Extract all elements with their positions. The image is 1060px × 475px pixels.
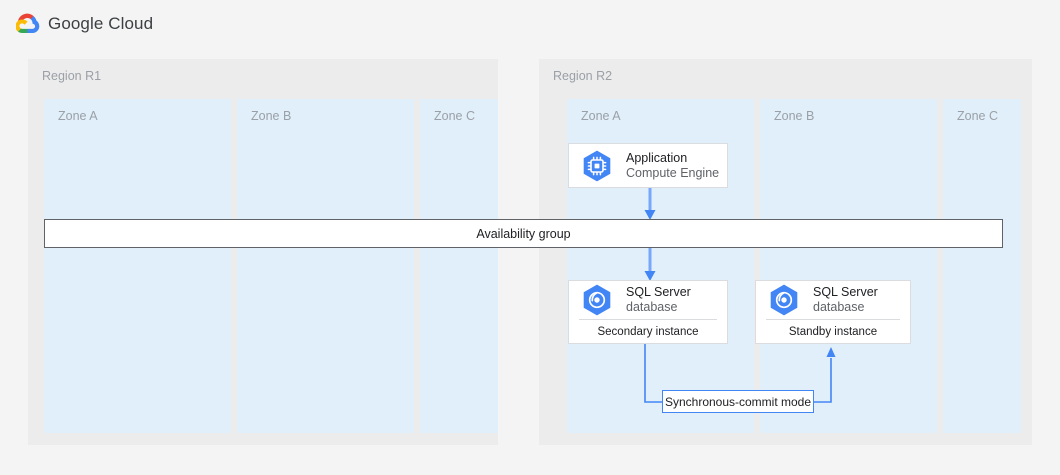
architecture-diagram: Region R1 Zone A Zone B Zone C Region R2… <box>0 48 1060 475</box>
application-card[interactable]: Application Compute Engine <box>568 143 728 188</box>
standby-database-card[interactable]: SQL Server database Standby instance <box>755 280 911 344</box>
secondary-database-instance-label: Secondary instance <box>597 326 699 338</box>
secondary-database-card-subtitle: database <box>626 300 678 314</box>
standby-database-card-title: SQL Server <box>813 285 878 299</box>
region-r1-zone-b: Zone B <box>237 99 414 433</box>
region-r2-zone-c: Zone C <box>943 99 1021 433</box>
google-cloud-logo-icon <box>15 13 42 35</box>
secondary-database-card-title: SQL Server <box>626 285 691 299</box>
connector-app-to-availability-group <box>644 186 656 220</box>
availability-group-bar[interactable]: Availability group <box>44 219 1003 248</box>
secondary-database-card[interactable]: SQL Server database Secondary instance <box>568 280 728 344</box>
standby-database-instance-label: Standby instance <box>788 326 878 338</box>
region-r2-label: Region R2 <box>553 69 613 83</box>
page-header: Google Cloud <box>0 0 1060 48</box>
application-card-title: Application <box>626 150 688 165</box>
region-r1-zone-a: Zone A <box>44 99 231 433</box>
region-r2-zone-c-label: Zone C <box>957 109 998 123</box>
standby-database-card-footer: Standby instance <box>766 319 900 344</box>
region-r2-zone-a-label: Zone A <box>581 109 621 123</box>
compute-engine-icon <box>579 148 615 184</box>
connector-availability-group-to-secondary <box>644 247 656 281</box>
availability-group-label: Availability group <box>476 226 571 241</box>
region-r2: Region R2 Zone A Zone B Zone C <box>539 59 1032 445</box>
region-r1-label: Region R1 <box>42 69 102 83</box>
sql-server-icon <box>579 282 615 318</box>
standby-database-card-subtitle: database <box>813 300 865 314</box>
synchronous-commit-mode-label-box: Synchronous-commit mode <box>662 390 814 413</box>
secondary-database-card-footer: Secondary instance <box>579 319 717 344</box>
region-r2-zone-b-label: Zone B <box>774 109 815 123</box>
region-r1-zone-c: Zone C <box>420 99 498 433</box>
region-r1-zone-c-label: Zone C <box>434 109 475 123</box>
brand-title: Google Cloud <box>48 14 154 33</box>
sql-server-icon <box>766 282 802 318</box>
region-r1-zone-b-label: Zone B <box>251 109 292 123</box>
synchronous-commit-mode-label: Synchronous-commit mode <box>664 394 812 409</box>
region-r1-zone-a-label: Zone A <box>58 109 98 123</box>
region-r1: Region R1 Zone A Zone B Zone C <box>28 59 498 445</box>
application-card-subtitle: Compute Engine <box>626 165 720 180</box>
region-r2-zone-b: Zone B <box>760 99 937 433</box>
